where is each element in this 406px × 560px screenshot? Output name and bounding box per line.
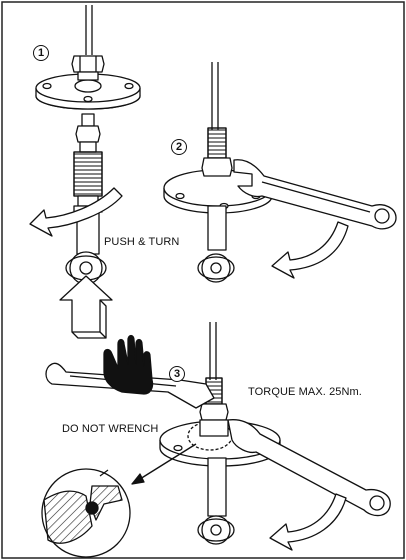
step1-assembly [29,5,141,339]
step2-assembly [163,62,397,283]
step-1-number: 1 [37,47,45,59]
step-3-number: 3 [173,368,181,380]
torque-label: TORQUE MAX. 25Nm. [248,386,362,398]
push-turn-label: PUSH & TURN [104,236,180,248]
step3-assembly [41,322,391,558]
hand-icon [103,334,154,395]
no-wrench-label: DO NOT WRENCH [62,423,159,435]
step-1-marker: 1 [33,45,49,61]
step-2-number: 2 [175,141,183,153]
step-3-marker: 3 [169,366,185,382]
step-2-marker: 2 [171,139,187,155]
